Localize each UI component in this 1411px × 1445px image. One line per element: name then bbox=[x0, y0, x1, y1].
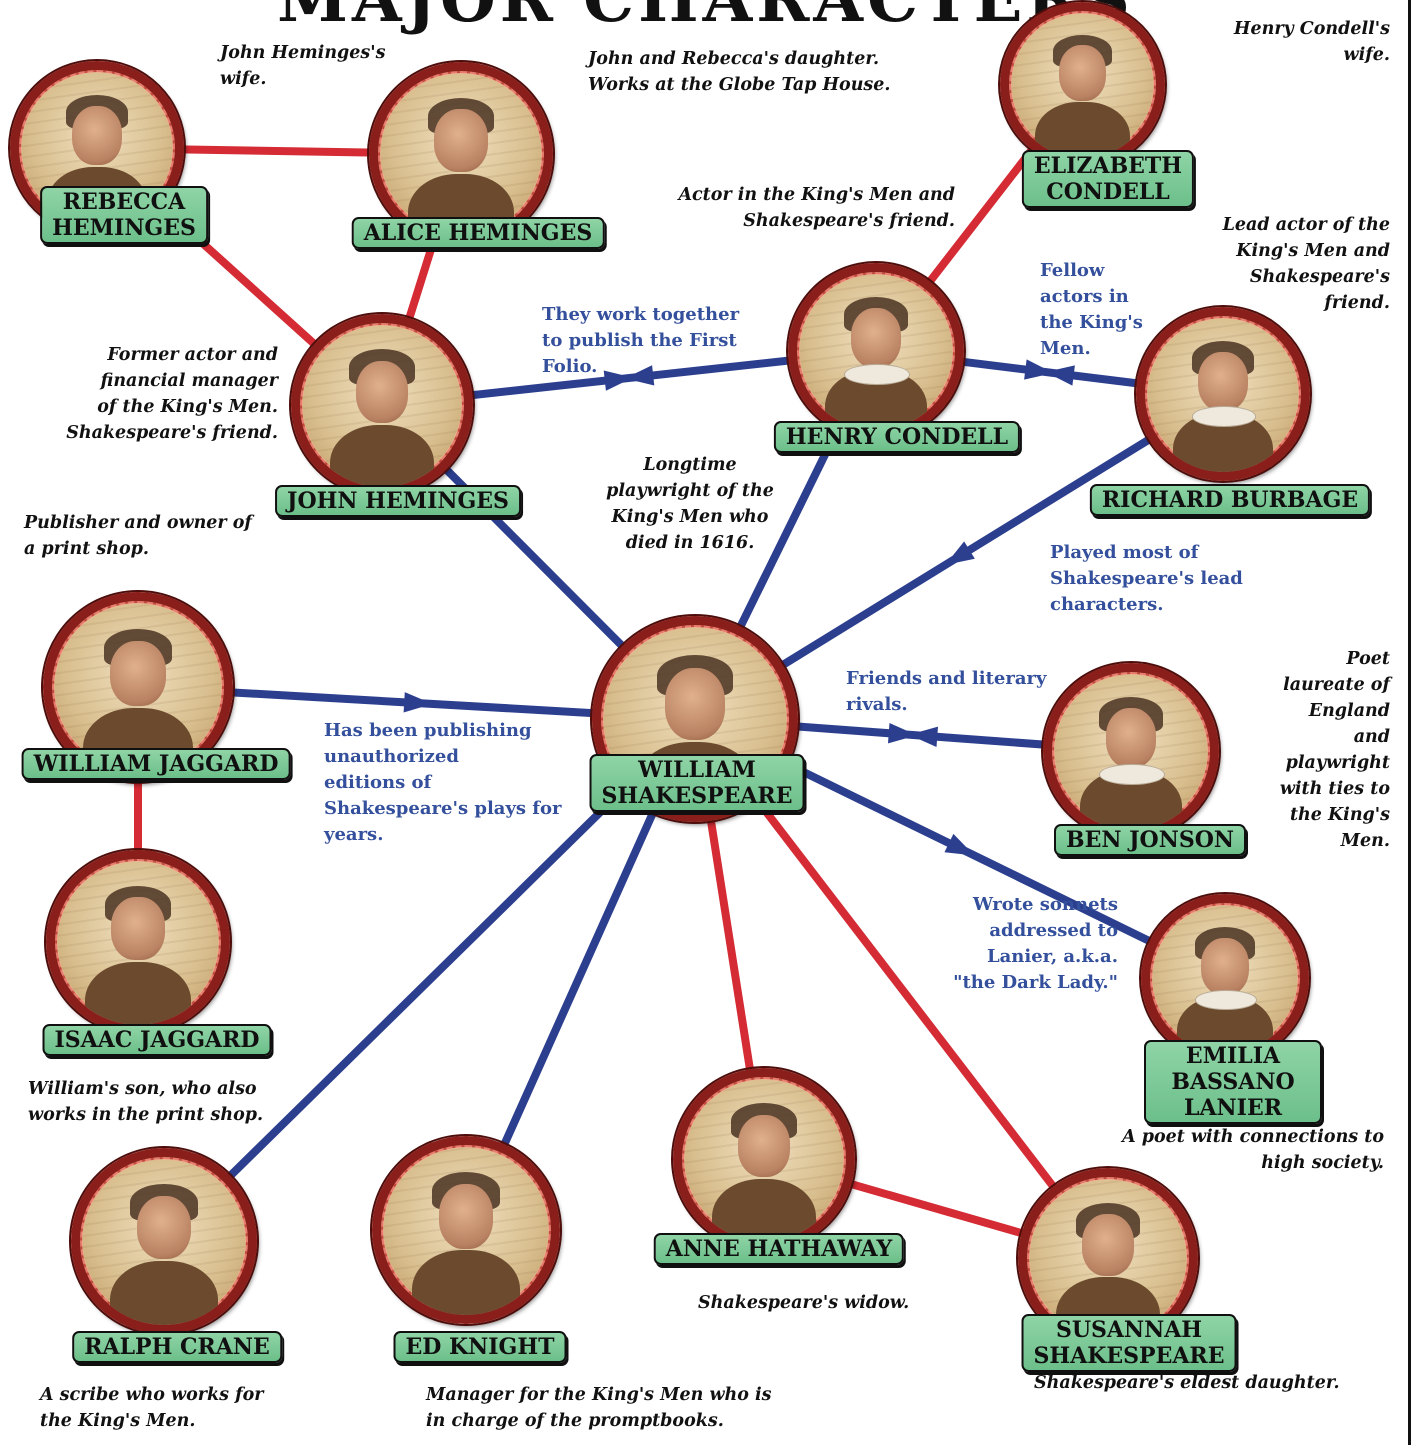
nameplate-elizabeth-condell: ELIZABETH CONDELL bbox=[1021, 150, 1195, 208]
description-susannah-shakespeare: Shakespeare's eldest daughter. bbox=[1034, 1373, 1340, 1393]
page-title: MAJOR CHARACTERS bbox=[0, 0, 1411, 37]
nameplate-ed-knight: ED KNIGHT bbox=[393, 1331, 567, 1363]
relation-label-first-folio: They work together to publish the First … bbox=[542, 304, 740, 377]
nameplate-rebecca-heminges: REBECCA HEMINGES bbox=[40, 186, 208, 244]
portrait-john-heminges[interactable] bbox=[291, 314, 473, 496]
nameplate-ralph-crane: RALPH CRANE bbox=[72, 1331, 282, 1363]
arrowhead-henry-richard-b bbox=[1045, 365, 1075, 386]
description-rebecca-heminges: John Heminges's wife. bbox=[220, 43, 386, 89]
nameplate-richard-burbage: RICHARD BURBAGE bbox=[1089, 484, 1371, 516]
arrowhead-jaggard-william bbox=[403, 692, 433, 713]
portrait-emilia-bassano-lanier[interactable] bbox=[1141, 894, 1309, 1062]
portrait-richard-burbage[interactable] bbox=[1136, 307, 1310, 481]
portrait-ralph-crane[interactable] bbox=[71, 1148, 257, 1334]
arrowhead-william-emilia bbox=[944, 833, 975, 856]
portrait-ben-jonson[interactable] bbox=[1043, 663, 1219, 839]
portrait-elizabeth-condell[interactable] bbox=[1000, 2, 1165, 167]
description-ben-jonson: Poet laureate of England and playwright … bbox=[1279, 649, 1390, 851]
description-alice-heminges: John and Rebecca's daughter. Works at th… bbox=[588, 49, 891, 95]
relation-label-fellow-actors: Fellow actors in the King's Men. bbox=[1040, 260, 1143, 359]
arrowhead-henry-richard-a bbox=[1024, 359, 1054, 380]
nameplate-william-jaggard: WILLIAM JAGGARD bbox=[21, 748, 291, 780]
nameplate-emilia-bassano-lanier: EMILIA BASSANO LANIER bbox=[1144, 1040, 1322, 1124]
relation-label-lead-characters: Played most of Shakespeare's lead charac… bbox=[1050, 542, 1243, 615]
nameplate-alice-heminges: ALICE HEMINGES bbox=[351, 217, 605, 249]
nameplate-susannah-shakespeare: SUSANNAH SHAKESPEARE bbox=[1021, 1314, 1237, 1372]
arrowhead-richard-william bbox=[945, 541, 975, 565]
nameplate-ben-jonson: BEN JONSON bbox=[1054, 824, 1246, 856]
description-william-shakespeare: Longtime playwright of the King's Men wh… bbox=[606, 455, 774, 553]
relation-label-sonnets: Wrote sonnets addressed to Lanier, a.k.a… bbox=[953, 894, 1118, 993]
portrait-ed-knight[interactable] bbox=[372, 1136, 560, 1324]
description-emilia-bassano-lanier: A poet with connections to high society. bbox=[1122, 1127, 1384, 1173]
description-henry-condell: Actor in the King's Men and Shakespeare'… bbox=[678, 185, 955, 231]
portrait-anne-hathaway[interactable] bbox=[673, 1068, 855, 1250]
arrowhead-john-henry-a bbox=[603, 370, 633, 391]
description-john-heminges: Former actor and financial manager of th… bbox=[66, 345, 278, 443]
relation-label-literary-rivals: Friends and literary rivals. bbox=[846, 668, 1047, 715]
description-elizabeth-condell: Henry Condell's wife. bbox=[1233, 19, 1390, 65]
description-ed-knight: Manager for the King's Men who is in cha… bbox=[426, 1385, 772, 1431]
arrowhead-william-ben-a bbox=[887, 723, 917, 744]
nameplate-john-heminges: JOHN HEMINGES bbox=[275, 485, 521, 517]
nameplate-anne-hathaway: ANNE HATHAWAY bbox=[653, 1233, 905, 1265]
description-isaac-jaggard: William's son, who also works in the pri… bbox=[28, 1079, 264, 1125]
description-richard-burbage: Lead actor of the King's Men and Shakesp… bbox=[1222, 215, 1390, 313]
nameplate-isaac-jaggard: ISAAC JAGGARD bbox=[42, 1024, 272, 1056]
portrait-william-shakespeare[interactable] bbox=[592, 616, 798, 822]
nameplate-william-shakespeare: WILLIAM SHAKESPEARE bbox=[589, 754, 805, 812]
description-ralph-crane: A scribe who works for the King's Men. bbox=[40, 1385, 264, 1431]
nameplate-henry-condell: HENRY CONDELL bbox=[773, 421, 1021, 453]
portrait-henry-condell[interactable] bbox=[788, 263, 964, 439]
description-anne-hathaway: Shakespeare's widow. bbox=[698, 1293, 910, 1313]
arrowhead-john-henry-b bbox=[625, 365, 655, 386]
relation-label-unauthorized-editions: Has been publishing unauthorized edition… bbox=[324, 720, 562, 845]
portrait-isaac-jaggard[interactable] bbox=[46, 850, 230, 1034]
description-william-jaggard: Publisher and owner of a print shop. bbox=[24, 513, 252, 559]
arrowhead-william-ben-b bbox=[909, 726, 939, 747]
